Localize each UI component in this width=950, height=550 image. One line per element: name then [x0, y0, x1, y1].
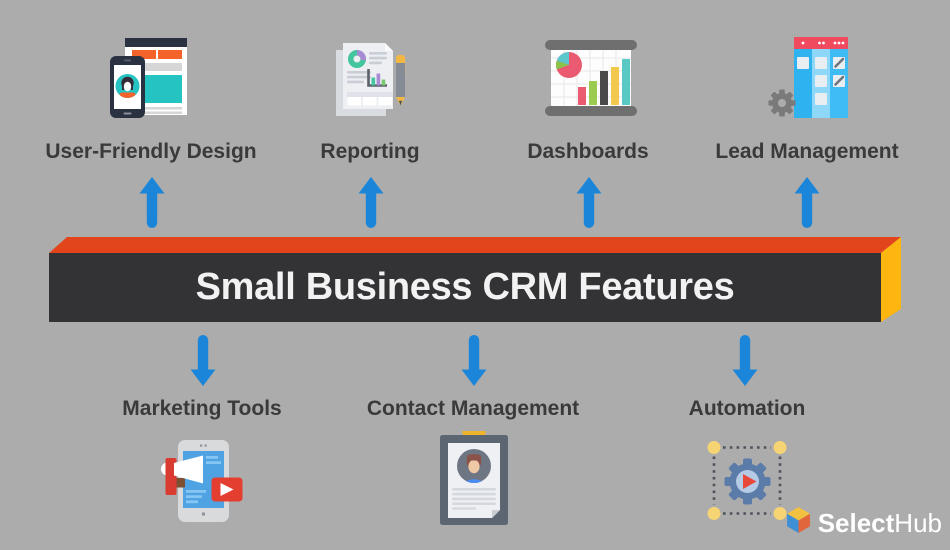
feature-label-contact-management: Contact Management	[366, 397, 580, 420]
up-arrow-icon	[358, 177, 384, 229]
dashboards-icon	[545, 39, 637, 117]
reporting-icon	[335, 42, 407, 118]
user-friendly-design-icon	[110, 37, 188, 119]
feature-label-automation: Automation	[688, 397, 806, 420]
feature-label-lead-management: Lead Management	[715, 140, 899, 163]
up-arrow-icon	[139, 177, 165, 229]
logo-text-select: Select	[817, 508, 895, 538]
automation-icon	[696, 430, 798, 530]
feature-label-user-friendly-design: User-Friendly Design	[45, 140, 257, 163]
selecthub-cube-icon	[786, 507, 811, 539]
banner-title: Small Business CRM Features	[195, 266, 735, 308]
down-arrow-icon	[732, 334, 758, 386]
feature-label-marketing-tools: Marketing Tools	[122, 397, 282, 420]
selecthub-logo: SelectHub	[786, 507, 942, 539]
up-arrow-icon	[794, 177, 820, 229]
logo-text-hub: Hub	[894, 508, 942, 538]
down-arrow-icon	[461, 334, 487, 386]
down-arrow-icon	[190, 334, 216, 386]
contact-management-icon	[438, 431, 510, 527]
lead-management-icon	[767, 36, 849, 120]
marketing-tools-icon	[159, 438, 243, 522]
banner-3d-bar	[49, 237, 901, 322]
feature-label-dashboards: Dashboards	[527, 140, 649, 163]
feature-label-reporting: Reporting	[320, 140, 420, 163]
up-arrow-icon	[576, 177, 602, 229]
logo-text: SelectHub	[818, 508, 942, 538]
